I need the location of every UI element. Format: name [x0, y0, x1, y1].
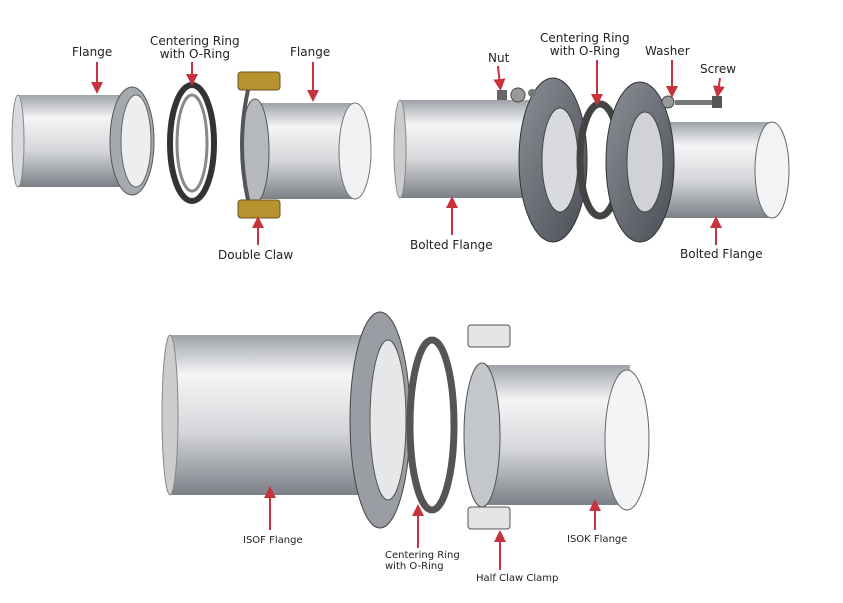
bolted-assembly — [393, 77, 790, 243]
callout-arrows — [91, 60, 725, 570]
half-claw-clamp-part — [467, 324, 511, 530]
fasteners — [497, 87, 722, 109]
label-bolted-flange-right: Bolted Flange — [680, 247, 763, 261]
label-line: Centering Ring — [540, 31, 630, 45]
label-nut: Nut — [488, 51, 510, 65]
double-claw-part — [237, 71, 281, 219]
label-isof-flange: ISOF Flange — [243, 535, 303, 546]
label-screw: Screw — [700, 62, 737, 76]
label-line: Centering Ring — [385, 550, 460, 561]
centering-ring-part — [406, 336, 458, 514]
bolted-flange-right-part — [605, 81, 790, 243]
flange-right-part — [240, 98, 372, 204]
label-line: with O-Ring — [549, 44, 620, 58]
label-half-claw-clamp: Half Claw Clamp — [476, 573, 559, 584]
label-washer: Washer — [645, 44, 690, 58]
label-flange-left: Flange — [72, 45, 113, 59]
label-line: with O-Ring — [159, 47, 230, 61]
bolted-flange-left-part — [518, 77, 588, 243]
flange-left-part — [11, 86, 155, 196]
iso-assembly — [161, 311, 650, 530]
isof-flange-part — [349, 311, 411, 529]
isok-flange-part — [463, 362, 650, 511]
label-line: with O-Ring — [385, 561, 444, 572]
label-double-claw: Double Claw — [218, 248, 294, 262]
label-bolted-flange-left: Bolted Flange — [410, 238, 493, 252]
centering-ring-part — [167, 82, 217, 204]
label-isok-flange: ISOK Flange — [567, 534, 628, 545]
label-line: Centering Ring — [150, 34, 240, 48]
kf-assembly — [11, 71, 372, 219]
label-flange-right: Flange — [290, 45, 331, 59]
